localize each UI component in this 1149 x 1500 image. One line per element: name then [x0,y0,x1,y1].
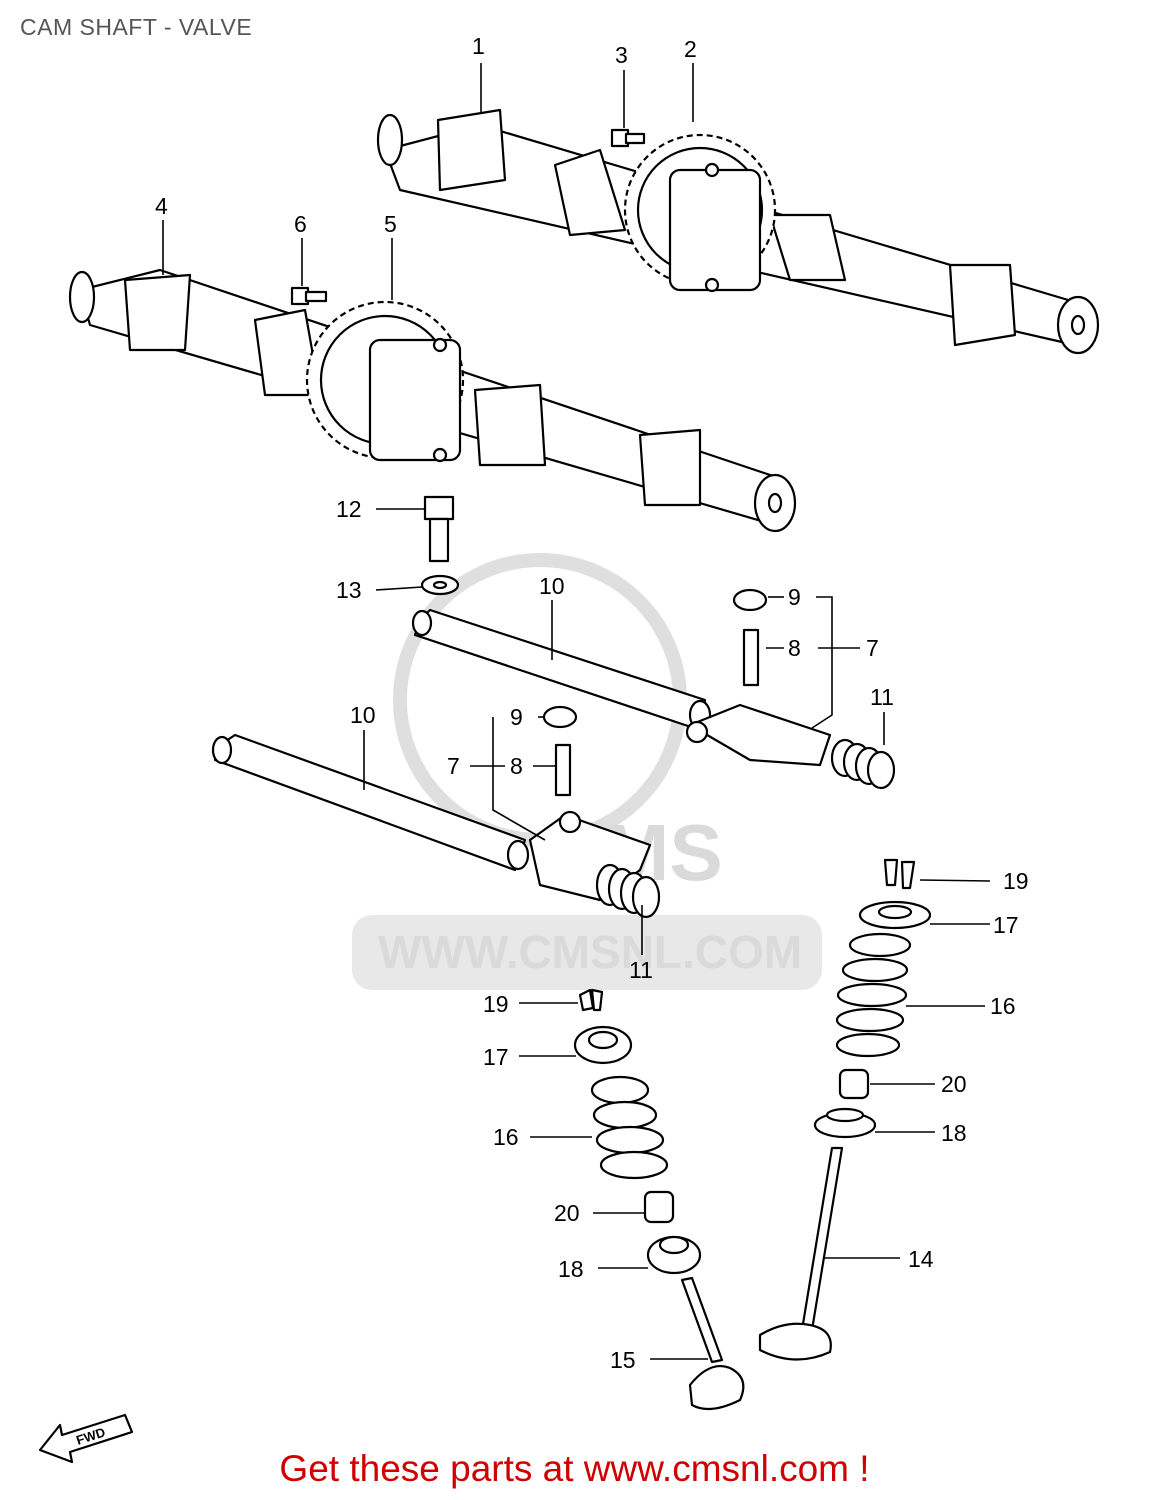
callout-17-left: 17 [483,1044,509,1070]
washer [420,574,460,596]
callout-8-upper: 8 [788,635,801,661]
valve-stem-seal-right [838,1068,870,1100]
leader-lines [162,63,991,1360]
adjuster-nut-upper [732,588,768,612]
callout-18-left: 18 [558,1256,584,1282]
callout-4: 4 [155,193,168,219]
valve-exhaust [680,1276,745,1411]
valve-cotter-left [578,988,604,1012]
cam-sprocket-upper [623,133,777,293]
callout-16-left: 16 [493,1124,519,1150]
spring-retainer-left [573,1025,633,1065]
callout-11-upper: 11 [870,684,894,710]
valve-intake [758,1146,844,1361]
sprocket-bolt-upper [610,128,646,148]
callout-9-lower: 9 [510,704,523,730]
valve-stem-seal-left [643,1190,675,1224]
watermark-text: WWW.CMSNL.COM [378,926,802,978]
callout-labels: 1 2 3 4 6 5 12 13 10 9 8 7 11 10 9 7 8 1… [155,33,1029,1373]
spring-retainer-right [858,900,932,930]
footer-link[interactable]: Get these parts at www.cmsnl.com ! [279,1448,870,1489]
callout-10-upper: 10 [539,573,565,599]
callout-12: 12 [336,496,362,522]
callout-19-left: 19 [483,991,509,1017]
callout-20-right: 20 [941,1071,967,1097]
cam-sprocket-lower [305,300,465,463]
adjusting-screw-lower [554,743,572,797]
callout-6: 6 [294,211,307,237]
spring-seat-left [646,1235,702,1275]
sprocket-bolt-lower [290,286,328,306]
callout-10-lower: 10 [350,702,376,728]
callout-15: 15 [610,1347,636,1373]
rocker-spring-lower [595,863,661,919]
callout-18-right: 18 [941,1120,967,1146]
callout-7-upper: 7 [866,635,879,661]
adjuster-nut-lower [542,705,578,729]
page-title: CAM SHAFT - VALVE [20,14,253,40]
callout-1: 1 [472,33,485,59]
valve-spring-left [590,1075,669,1180]
valve-spring-right [835,932,912,1058]
callout-20-left: 20 [554,1200,580,1226]
adjusting-screw-upper [742,628,760,687]
valve-cotter-right [883,858,916,890]
callout-5: 5 [384,211,397,237]
callout-14: 14 [908,1246,934,1272]
callout-11-lower: 11 [629,957,653,983]
callout-13: 13 [336,577,362,603]
fwd-arrow: FWD [38,1413,134,1464]
callout-8-lower: 8 [510,753,523,779]
bolt [423,495,455,563]
callout-3: 3 [615,42,628,68]
rocker-arm-upper [685,703,832,767]
callout-16-right: 16 [990,993,1016,1019]
callout-7-lower: 7 [447,753,460,779]
rocker-shaft-lower [211,733,530,872]
callout-17-right: 17 [993,912,1019,938]
callout-9-upper: 9 [788,584,801,610]
spring-seat-right [813,1107,877,1139]
rocker-spring-upper [830,738,896,790]
callout-19-right: 19 [1003,868,1029,894]
callout-2: 2 [684,36,697,62]
